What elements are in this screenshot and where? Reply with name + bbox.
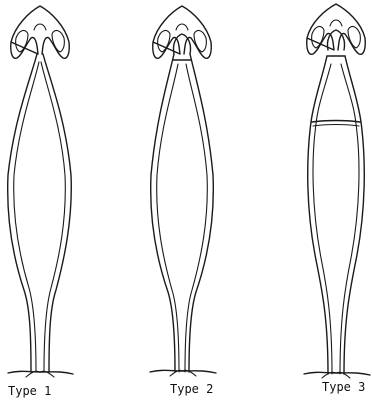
type-1-label: Type 1 (8, 385, 51, 397)
type-2-top-chamber (173, 34, 190, 54)
type-2-body-inner (157, 64, 208, 372)
type-1-right-lobe (52, 31, 64, 52)
type-3-figure (304, 4, 370, 378)
type-2-right-lobe (194, 31, 206, 52)
type-3-septum-lower (312, 121, 360, 123)
type-3-label: Type 3 (322, 381, 365, 393)
type-3-body-outer (308, 56, 365, 374)
type-3-body-inner (313, 64, 359, 374)
type-3-inner-notch (330, 20, 342, 26)
type-3-head-outline (307, 4, 366, 54)
type-3-right-lobe (348, 27, 360, 48)
type-2-inner-notch (176, 24, 188, 30)
type-2-body-outer (151, 54, 214, 372)
type-1-body-outer (8, 54, 72, 372)
type-1-inner-notch (34, 24, 46, 30)
type-3-septum-lower-inner (313, 125, 359, 127)
type-2-label: Type 2 (170, 383, 213, 395)
type-1-figure (8, 6, 73, 377)
type-2-figure (150, 6, 216, 376)
type-3-upper-chamber (327, 30, 344, 50)
